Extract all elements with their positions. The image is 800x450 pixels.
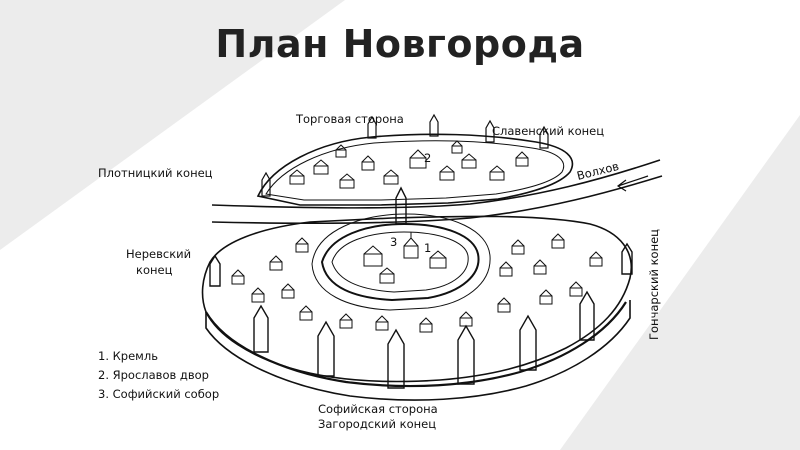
marker-sofia-cathedral: 3 [390, 235, 397, 249]
trade-side-towers [261, 113, 549, 197]
label-goncharsky-end: Гончарский конец [647, 229, 661, 340]
legend-item: 1. Кремль [98, 349, 158, 363]
background-tint-top-left [0, 0, 345, 250]
marker-kremlin: 1 [424, 241, 431, 255]
legend-item: 2. Ярославов двор [98, 368, 209, 382]
label-nerevsky-end-line1: Неревский [126, 247, 191, 261]
wall-towers [209, 186, 633, 389]
label-plotnitsky-end: Плотницкий конец [98, 166, 213, 180]
legend-item: 3. Софийский собор [98, 387, 220, 401]
label-torgovaya-side: Торговая сторона [295, 112, 404, 126]
river-bank-south [211, 175, 663, 224]
trade-side-wall-inner [265, 140, 564, 201]
background-tint-bottom-right [560, 115, 800, 450]
page-title: План Новгорода [215, 22, 585, 66]
kremlin-wall-inner [331, 231, 469, 293]
kremlin-wall [320, 222, 480, 302]
houses-sofia-side [231, 233, 603, 333]
sofia-side-wall-base [205, 300, 631, 401]
trade-side-wall [256, 133, 574, 206]
marker-yaroslav-court: 2 [424, 151, 431, 165]
label-zagorodsky-end: Загородский конец [318, 417, 436, 431]
map-legend: 1. Кремль 2. Ярославов двор 3. Софийский… [98, 347, 219, 404]
houses-trade-side [289, 140, 529, 189]
label-slavensky-end: Славенский конец [492, 124, 604, 138]
river-bank-north [211, 159, 661, 209]
map-drawing [201, 113, 663, 401]
label-nerevsky-end-line2: конец [136, 263, 173, 277]
kremlin-moat [311, 213, 491, 311]
kremlin-buildings [363, 232, 447, 284]
label-sofiyskaya-side: Софийская сторона [318, 402, 438, 416]
sofia-side-wall-front [205, 301, 627, 388]
river-current-arrow [616, 175, 649, 192]
